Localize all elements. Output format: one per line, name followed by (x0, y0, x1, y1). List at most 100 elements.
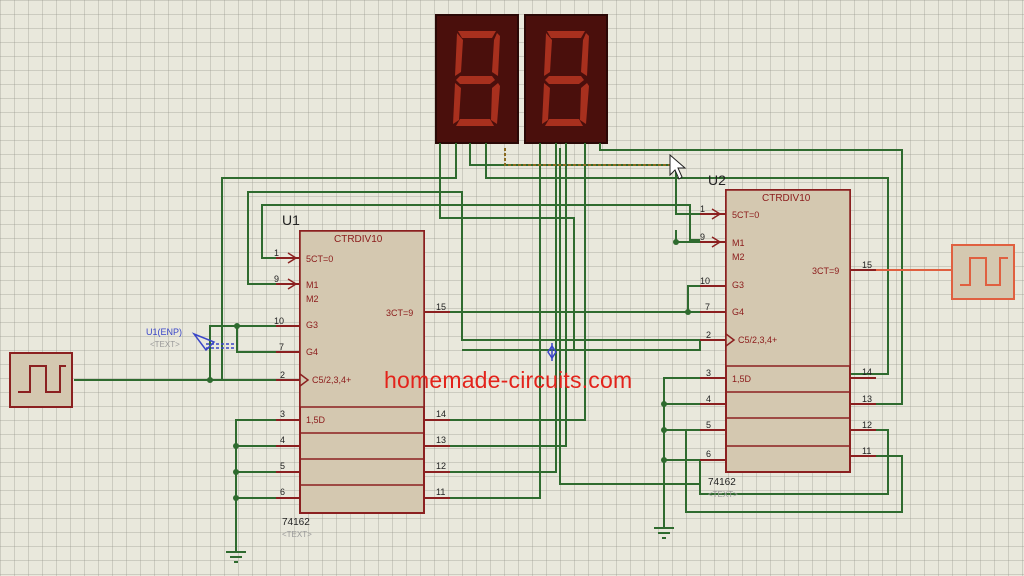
u1-pin15-num: 15 (436, 302, 447, 312)
chip-u2-part: 74162 (708, 477, 736, 488)
junction (207, 377, 213, 383)
wire-u2-shared (559, 148, 700, 485)
segment-f (455, 33, 463, 76)
segment-b (581, 33, 589, 76)
u2-g3-name: G3 (732, 280, 745, 290)
u1-pin7-num: 7 (279, 342, 285, 352)
u1-pin9-num: 9 (274, 274, 280, 284)
u2-pin12-num: 12 (862, 420, 873, 430)
seven-segment-display-units (524, 14, 608, 148)
u1-pin4-num: 4 (280, 435, 286, 445)
u1-pin3-num: 3 (280, 409, 286, 419)
u2-clk-name: C5/2,3,4+ (738, 335, 778, 345)
chip-u2-pin1-bubble (711, 208, 722, 220)
segment-e (542, 83, 550, 124)
wire-highlighted (504, 148, 676, 166)
u2-pin2-num: 2 (706, 330, 712, 340)
u1-g4-name: G4 (306, 347, 319, 357)
segment-e (453, 83, 461, 124)
junction (233, 469, 239, 475)
segment-f (544, 33, 552, 76)
u1-pin13-num: 13 (436, 435, 447, 445)
chip-u1-ref: U1 (282, 212, 300, 228)
wire-u2-top (485, 148, 889, 375)
wire-u1-pin1 (261, 204, 700, 259)
u2-pin9-num: 9 (700, 232, 706, 242)
junction (233, 495, 239, 501)
junction (233, 443, 239, 449)
u2-pin11-num: 11 (862, 446, 872, 456)
wire-u1-pin2-u2 (439, 148, 575, 350)
wire-u2-ground (663, 377, 726, 528)
u2-m2-name: M2 (732, 252, 745, 262)
chip-u1-pin1-bubble (287, 252, 298, 264)
u1-pin6-num: 6 (280, 487, 286, 497)
u2-pin5-num: 5 (706, 420, 712, 430)
u2-pin4-num: 4 (706, 394, 712, 404)
clock-source-input[interactable] (9, 352, 73, 408)
wires (74, 148, 903, 552)
u2-pin7-num: 7 (705, 302, 711, 312)
u1-pin1-name: 5CT=0 (306, 254, 334, 264)
voltage-probe[interactable] (191, 332, 236, 352)
wire-probe-marker[interactable] (547, 343, 557, 361)
ground-u1 (226, 551, 246, 563)
wire-u1-tc (426, 285, 700, 313)
u2-g4-name: G4 (732, 307, 745, 317)
u1-pin11-num: 11 (436, 487, 446, 497)
chip-u2-text-placeholder: <TEXT> (708, 490, 738, 499)
u1-m1-name: M1 (306, 280, 319, 290)
chip-u1-control-block (299, 230, 425, 408)
segment-d (456, 119, 494, 126)
u2-pin1-num: 1 (700, 204, 706, 214)
wire-u1-qc (426, 148, 557, 473)
junctions (207, 239, 691, 501)
chip-u1-text-placeholder: <TEXT> (282, 530, 312, 539)
junction (673, 239, 679, 245)
chip-u2-ref: U2 (708, 172, 726, 188)
wire-u1-qb (426, 148, 567, 447)
u2-pin15-num: 15 (862, 260, 873, 270)
chip-u2[interactable] (700, 189, 876, 473)
segment-c (491, 83, 500, 124)
clock-source-output[interactable] (951, 244, 1015, 300)
u2-m1-name: M1 (732, 238, 745, 248)
chip-u2-title: CTRDIV10 (762, 193, 811, 204)
u1-pin10-num: 10 (274, 316, 285, 326)
chip-u1-title: CTRDIV10 (334, 234, 383, 245)
segment-g (456, 76, 495, 84)
wire-u2-clock (462, 340, 701, 351)
junction (234, 323, 240, 329)
u1-m2-name: M2 (306, 294, 319, 304)
wire-u1-loop (221, 148, 457, 380)
junction (661, 401, 667, 407)
u1-g3-name: G3 (306, 320, 319, 330)
segment-a (547, 31, 585, 38)
chip-u2-pin9-bubble (711, 236, 722, 248)
u1-pin2-num: 2 (280, 370, 286, 380)
probe-text-placeholder: <TEXT> (150, 340, 180, 349)
chip-u1-part: 74162 (282, 517, 310, 528)
u2-tc-name: 3CT=9 (812, 266, 840, 276)
u1-tc-name: 3CT=9 (386, 308, 414, 318)
junction (661, 457, 667, 463)
chip-u2-control-block (725, 189, 851, 367)
u2-pin10-num: 10 (700, 276, 711, 286)
junction (661, 427, 667, 433)
u1-clk-name: C5/2,3,4+ (312, 375, 352, 385)
u2-pin1-name: 5CT=0 (732, 210, 760, 220)
u1-pin14-num: 14 (436, 409, 447, 419)
segment-c (580, 83, 589, 124)
wire-u1-qd (426, 148, 541, 499)
wire-u1-pin9 (247, 191, 730, 341)
u2-pin6-num: 6 (706, 449, 712, 459)
segment-b (492, 33, 500, 76)
chip-u1-pin9-bubble (287, 278, 298, 290)
watermark-text: homemade-circuits.com (384, 367, 633, 393)
wire-u1-ground (235, 419, 276, 499)
wire-u2-outer (599, 148, 903, 405)
u1-pin5-num: 5 (280, 461, 286, 471)
chip-u1[interactable] (276, 230, 450, 514)
segment-g (545, 76, 584, 84)
